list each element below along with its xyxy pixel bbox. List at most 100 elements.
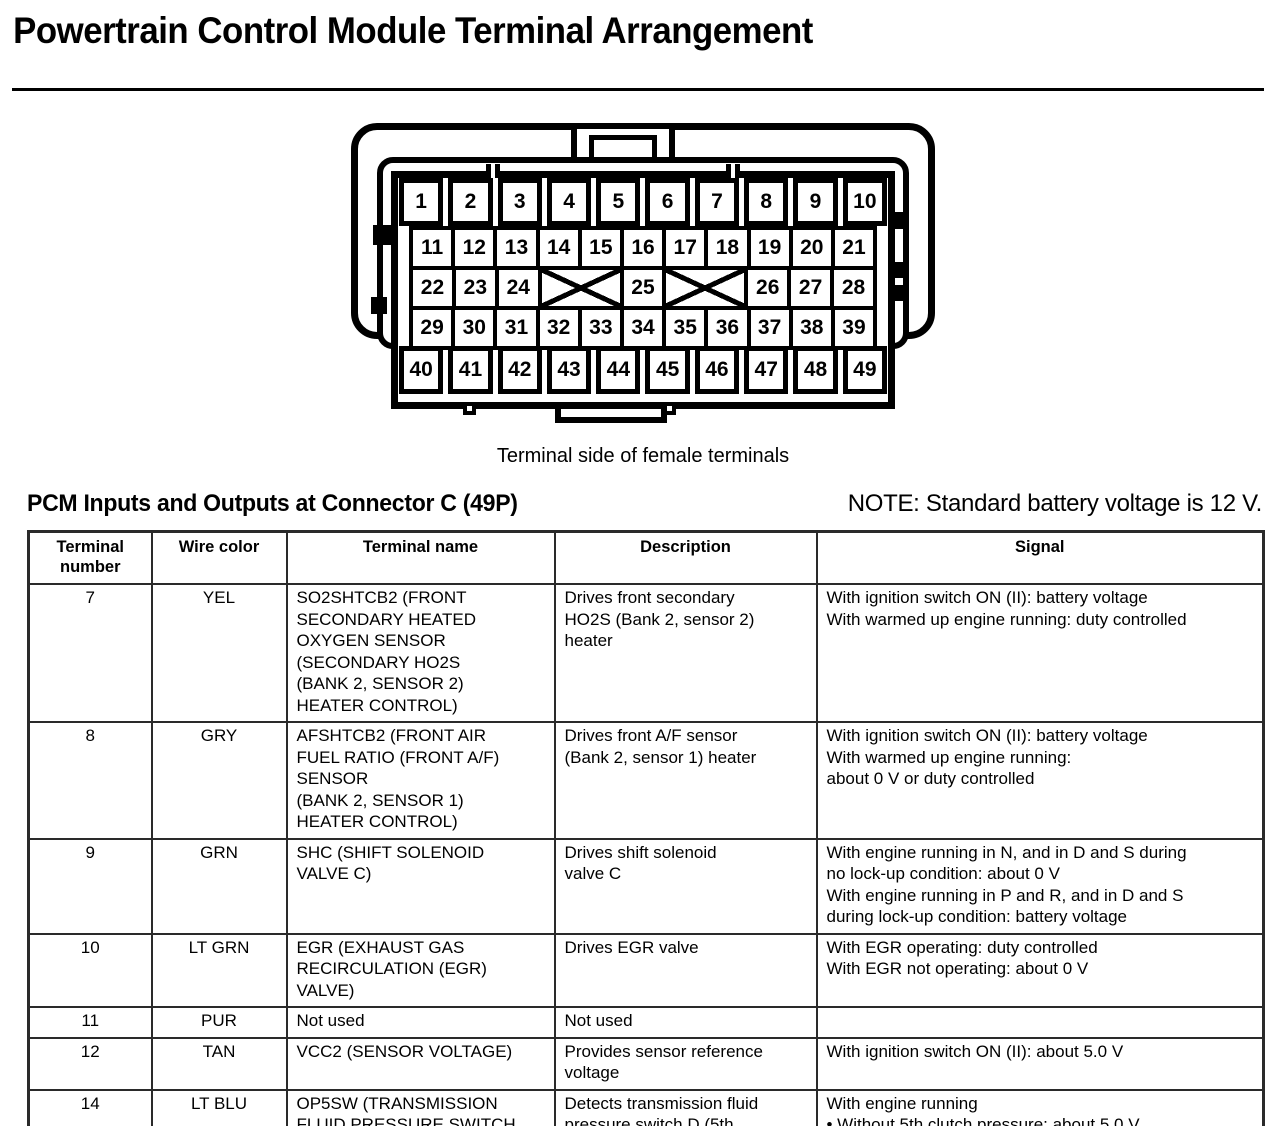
connector-pin-39: 39	[830, 306, 878, 350]
connector-pin-1: 1	[399, 178, 444, 226]
connector-pin-11: 11	[409, 226, 456, 270]
cell-description: Drives shift solenoid valve C	[553, 837, 818, 935]
connector-pin-12: 12	[451, 226, 498, 270]
connector-clip-icon	[371, 297, 387, 314]
cell-wire: LT GRN	[150, 932, 288, 1008]
connector-pin-21: 21	[830, 226, 878, 270]
column-header: Signal	[815, 530, 1265, 585]
connector-clip-icon	[373, 225, 391, 245]
battery-voltage-note: NOTE: Standard battery voltage is 12 V.	[847, 490, 1263, 517]
cell-description: Provides sensor reference voltage	[553, 1036, 818, 1091]
cell-signal: With EGR operating: duty controlled With…	[815, 932, 1265, 1008]
connector-clip-icon	[891, 262, 907, 278]
connector-pin-19: 19	[746, 226, 793, 270]
keyway-notch-icon	[463, 402, 476, 415]
cell-description: Not used	[553, 1006, 818, 1039]
cell-signal: With ignition switch ON (II): about 5.0 …	[815, 1036, 1265, 1091]
connector-pin-4: 4	[546, 178, 592, 226]
connector-pin-41: 41	[448, 346, 493, 394]
cell-signal: With ignition switch ON (II): battery vo…	[815, 583, 1265, 723]
connector-pin-38: 38	[788, 306, 835, 350]
connector-pin-28: 28	[830, 266, 877, 310]
connector-pin-44: 44	[596, 346, 641, 394]
connector-pin-8: 8	[744, 178, 789, 226]
cell-signal: With engine running • Without 5th clutch…	[815, 1088, 1265, 1126]
cell-terminal: 12	[27, 1036, 153, 1091]
cell-name: VCC2 (SENSOR VOLTAGE)	[285, 1036, 556, 1091]
connector-pin-40: 40	[399, 346, 444, 394]
connector-pin-22: 22	[409, 266, 456, 310]
connector-pin-48: 48	[793, 346, 838, 394]
connector-pin-37: 37	[746, 306, 793, 350]
cell-name: EGR (EXHAUST GAS RECIRCULATION (EGR) VAL…	[285, 932, 556, 1008]
connector-pin-15: 15	[577, 226, 624, 270]
title-divider	[12, 88, 1264, 91]
connector-pin-45: 45	[645, 346, 690, 394]
connector-blank-cell	[537, 266, 624, 310]
connector-pin-24: 24	[494, 266, 542, 310]
cell-description: Drives front A/F sensor (Bank 2, sensor …	[553, 721, 818, 840]
connector-blank-cell	[662, 266, 749, 310]
connector-pin-2: 2	[448, 178, 493, 226]
cell-wire: TAN	[150, 1036, 288, 1091]
connector-pin-3: 3	[497, 178, 542, 226]
connector-pin-36: 36	[704, 306, 751, 350]
cell-wire: PUR	[150, 1006, 288, 1039]
connector-pin-30: 30	[451, 306, 498, 350]
cell-terminal: 8	[27, 721, 153, 840]
connector-caption: Terminal side of female terminals	[496, 445, 790, 467]
page-title: Powertrain Control Module Terminal Arran…	[13, 10, 813, 51]
cell-name: Not used	[285, 1006, 556, 1039]
connector-pin-31: 31	[493, 306, 540, 350]
connector-pin-16: 16	[619, 226, 667, 270]
connector-pin-35: 35	[662, 306, 709, 350]
cell-terminal: 9	[27, 837, 153, 935]
cell-signal	[815, 1006, 1265, 1039]
connector-clip-icon	[889, 212, 907, 229]
cell-terminal: 7	[27, 583, 153, 723]
connector-pin-14: 14	[535, 226, 582, 270]
connector-pin-10: 10	[842, 178, 887, 226]
cell-description: Drives front secondary HO2S (Bank 2, sen…	[553, 583, 818, 723]
connector-pin-23: 23	[451, 266, 499, 310]
connector-pin-18: 18	[704, 226, 751, 270]
cell-description: Drives EGR valve	[553, 932, 818, 1008]
connector-pin-49: 49	[842, 346, 887, 394]
cell-wire: GRY	[150, 721, 288, 840]
connector-pin-20: 20	[788, 226, 835, 270]
keyway-notch-icon	[663, 402, 676, 415]
cell-wire: GRN	[150, 837, 288, 935]
cell-name: SO2SHTCB2 (FRONT SECONDARY HEATED OXYGEN…	[285, 583, 556, 723]
keyway-notch-icon	[486, 164, 500, 178]
keyway-notch-icon	[726, 164, 740, 178]
cell-wire: YEL	[150, 583, 288, 723]
cell-name: OP5SW (TRANSMISSION FLUID PRESSURE SWITC…	[285, 1088, 556, 1126]
column-header: Wire color	[150, 530, 288, 585]
connector-pin-43: 43	[546, 346, 592, 394]
column-header: Description	[553, 530, 818, 585]
column-header: Terminal number	[27, 530, 153, 585]
connector-pin-47: 47	[744, 346, 789, 394]
connector-pin-9: 9	[793, 178, 838, 226]
section-heading-row: PCM Inputs and Outputs at Connector C (4…	[27, 490, 1262, 518]
connector-pin-26: 26	[744, 266, 792, 310]
cell-terminal: 14	[27, 1088, 153, 1126]
connector-pin-29: 29	[409, 306, 456, 350]
